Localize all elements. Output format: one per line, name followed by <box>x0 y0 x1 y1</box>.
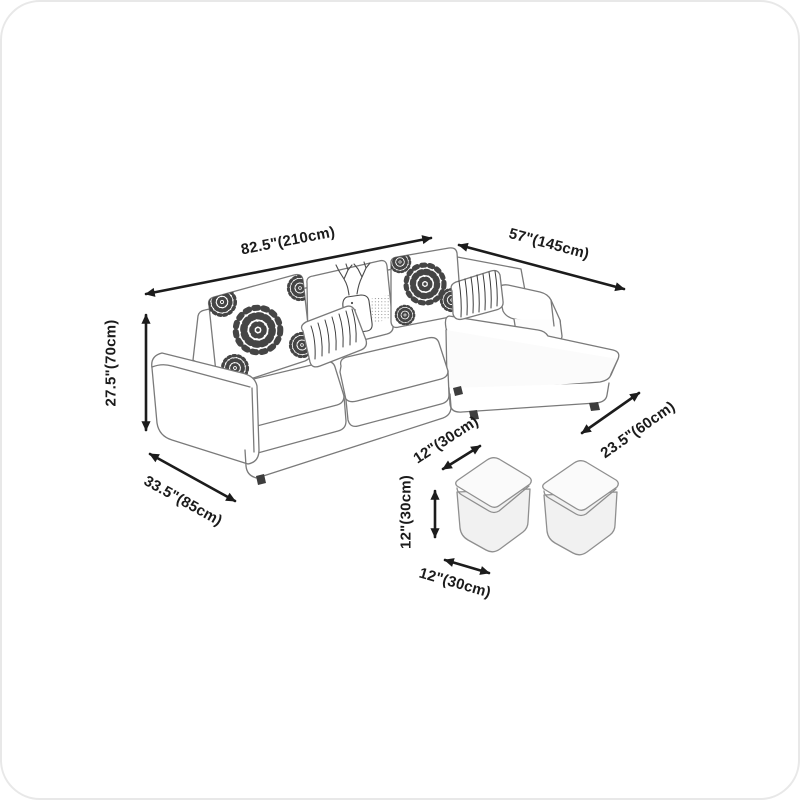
ottoman-drawings <box>455 457 619 556</box>
dimension-label-ottoman-height: 12"(30cm) <box>397 475 415 549</box>
seat-cushion-right <box>339 336 450 428</box>
arrow-ottoman-width <box>441 444 482 471</box>
sofa-left-arm <box>151 352 260 465</box>
ottoman-cube <box>542 460 619 556</box>
sofa-leg <box>256 474 266 485</box>
lumbar-pillow-striped <box>300 305 368 368</box>
chaise-leg <box>589 402 600 411</box>
arrow-sofa-width <box>144 235 433 297</box>
chaise-leg <box>469 410 479 420</box>
dimension-label-sofa-height: 27.5"(70cm) <box>102 319 120 407</box>
arrow-sofa-depth <box>148 452 237 503</box>
arrow-ottoman-depth <box>443 558 491 575</box>
sofa-leg <box>453 386 463 396</box>
sofa-base <box>244 386 463 485</box>
chaise <box>444 315 620 420</box>
sofa-drawing <box>151 247 620 485</box>
arrow-chaise-length <box>457 242 626 292</box>
arrow-chaise-depth <box>580 391 641 435</box>
ottoman-cube <box>455 457 532 553</box>
dimension-arrows <box>141 235 641 575</box>
